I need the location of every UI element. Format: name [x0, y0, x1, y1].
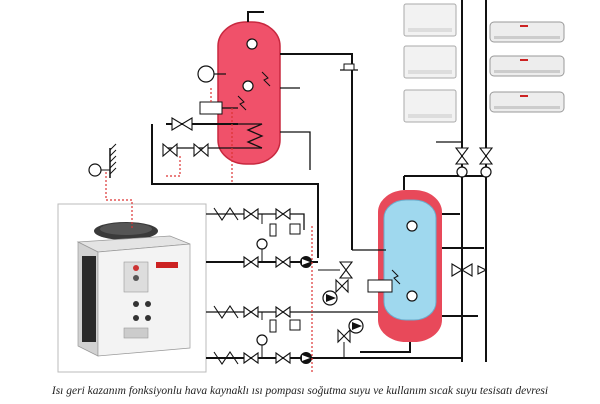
pump-icon — [300, 256, 364, 364]
wall-split-unit-3 — [489, 91, 565, 113]
floor-ceiling-unit-1 — [403, 3, 457, 37]
expansion-vessel-icon — [318, 261, 354, 358]
floor-ceiling-unit-2 — [403, 45, 457, 79]
valve-icon — [162, 117, 209, 158]
domestic-hot-water-tank — [217, 21, 281, 165]
valve-icon — [451, 147, 494, 277]
floor-ceiling-unit-3 — [403, 89, 457, 123]
thermometer-icon — [197, 65, 226, 83]
outdoor-sensor-icon — [88, 143, 133, 230]
heater-icon — [199, 88, 238, 115]
wall-split-unit-1 — [489, 21, 565, 43]
heat-pump-unit — [76, 222, 191, 357]
valve-icon — [243, 207, 291, 365]
thermometer-icon — [256, 214, 301, 358]
figure-caption: Isı geri kazanım fonksiyonlu hava kaynak… — [51, 385, 549, 397]
wall-split-unit-2 — [489, 55, 565, 77]
chilled-water-buffer-tank — [367, 190, 442, 342]
hydraulic-circuit-diagram — [57, 0, 565, 373]
heat-pump-grille — [82, 256, 96, 342]
